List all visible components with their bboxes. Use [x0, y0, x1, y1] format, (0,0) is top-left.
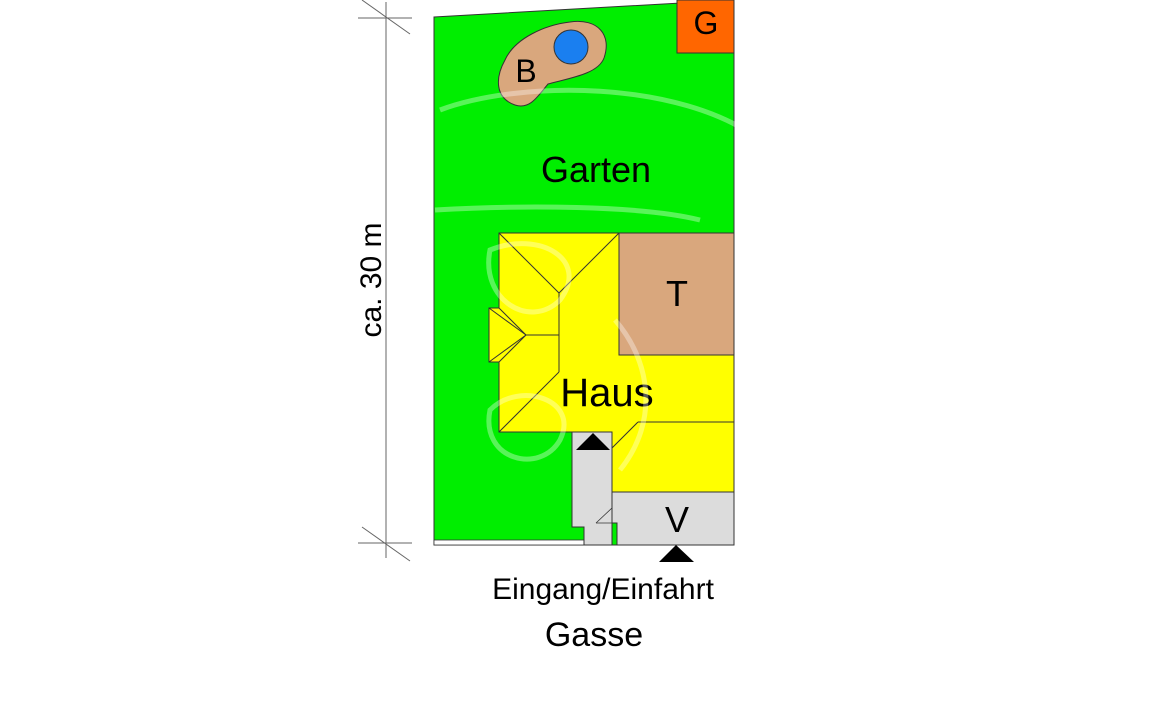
terrace-label: T — [666, 273, 688, 314]
dimension-line — [358, 0, 412, 562]
house-entrance-triangle-icon — [576, 433, 610, 450]
entrance-path — [571, 431, 613, 546]
entrance-label: Eingang/Einfahrt — [492, 573, 714, 606]
garden-label: Garten — [541, 149, 651, 190]
dimension-label: ca. 30 m — [355, 222, 388, 337]
roof-lines — [488, 232, 734, 449]
plot-entrance-triangle-icon — [659, 545, 694, 562]
house-label: Haus — [560, 371, 653, 415]
pond-icon — [553, 29, 589, 65]
forecourt-label: V — [665, 499, 689, 540]
garage-block — [676, 0, 735, 54]
street-label: Gasse — [545, 616, 643, 654]
forecourt-step-lines — [595, 507, 617, 524]
watermark-logo — [434, 87, 762, 472]
plot-bottom-strip — [433, 539, 585, 546]
pond-area-label: B — [515, 53, 536, 89]
terrace-area — [618, 232, 735, 356]
garage-label: G — [694, 5, 719, 41]
